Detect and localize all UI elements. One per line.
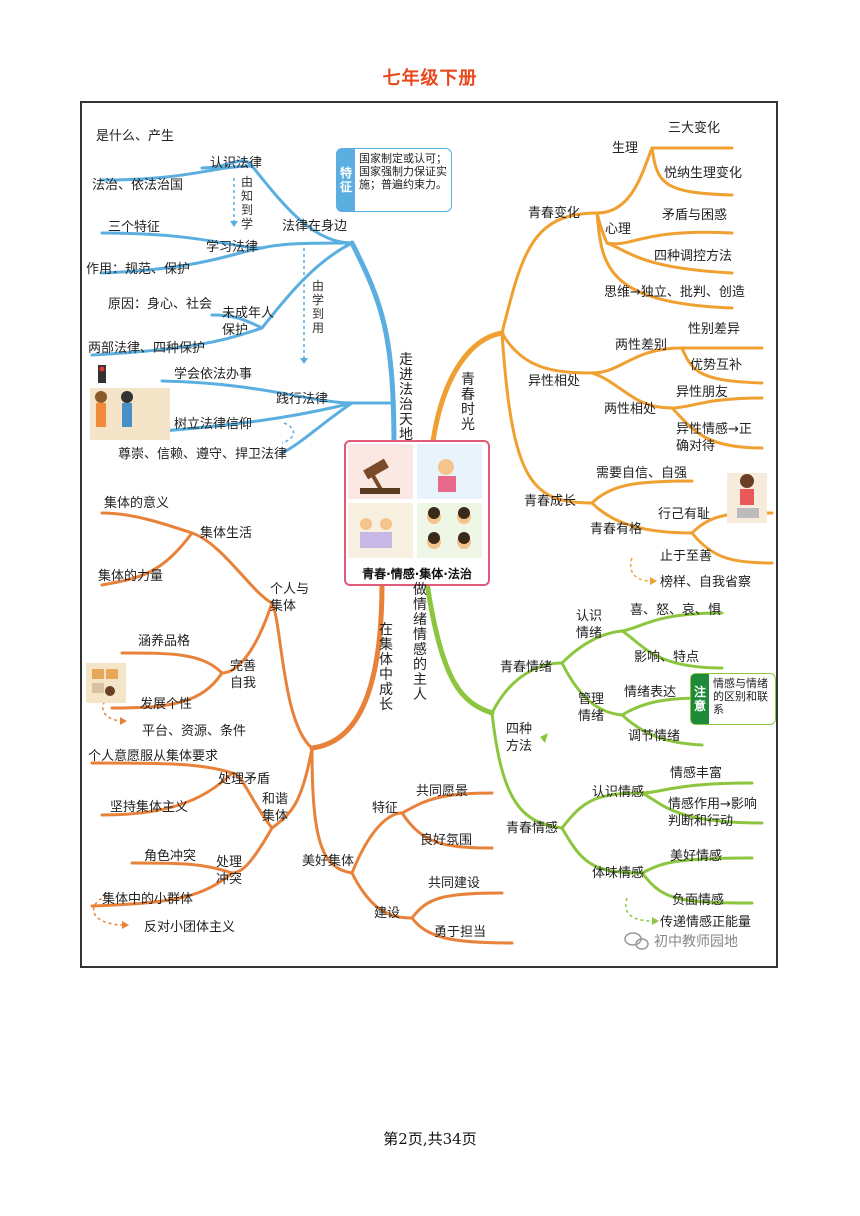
law-n1c1: 原因：身心、社会 [108, 297, 213, 312]
law-note-tag: 特征 [337, 149, 355, 211]
collective-n2: 和谐集体 [262, 792, 289, 824]
emotion-n2a2: 情感作用→影响判断和行动 [668, 797, 757, 829]
collective-n3a: 特征 [372, 801, 399, 816]
emotion-n1c: 四种方法 [506, 722, 533, 754]
collective-n3b1: 共同建设 [428, 876, 481, 891]
emotion-n2a1: 情感丰富 [670, 766, 723, 781]
collective-n2c: 反对小团体主义 [144, 920, 236, 935]
youth-n1a1: 三大变化 [668, 121, 721, 136]
shop-illustration [86, 663, 126, 703]
law-feature-note: 特征 国家制定或认可；国家强制力保证实施；普遍约束力。 [336, 148, 452, 212]
youth-n1: 青春变化 [528, 206, 581, 221]
youth-n1b2: 四种调控方法 [654, 249, 733, 264]
law-arrow1: 由知到学 [240, 175, 253, 231]
collective-trunk-label: 在集体中成长 [379, 622, 393, 713]
page-title: 七年级下册 [382, 68, 478, 89]
youth-n2: 异性相处 [528, 374, 581, 389]
collective-n2a1: 个人意愿服从集体要求 [88, 749, 219, 764]
youth-n1a: 生理 [612, 141, 639, 156]
collective-n1a: 集体生活 [200, 526, 253, 541]
emotion-attention-note: 注意 情感与情绪的区别和联系 [690, 673, 776, 725]
collective-n1c: 平台、资源、条件 [142, 724, 247, 739]
youth-n1b1: 矛盾与困惑 [662, 208, 728, 223]
emotion-n2b2: 负面情感 [672, 893, 725, 908]
youth-n2a: 两性差别 [615, 338, 668, 353]
collective-n3b2: 勇于担当 [434, 925, 487, 940]
youth-n3: 青春成长 [524, 494, 577, 509]
emotion-n1: 青春情绪 [500, 660, 553, 675]
collective-n3b: 建设 [374, 906, 401, 921]
youth-n1c: 思维→独立、批判、创造 [604, 285, 745, 300]
emotion-note-text: 情感与情绪的区别和联系 [713, 677, 768, 716]
law-n2c: 尊崇、信赖、遵守、捍卫法律 [118, 447, 288, 462]
youth-trunk-label: 青春时光 [461, 372, 475, 433]
collective-n3: 美好集体 [302, 854, 355, 869]
collective-n1b: 完善自我 [230, 659, 257, 691]
collective-n1b2: 发展个性 [140, 697, 193, 712]
youth-n3a: 需要自信、自强 [596, 466, 688, 481]
law-n1b2: 作用：规范、保护 [86, 262, 191, 277]
youth-n3b2: 止于至善 [660, 549, 713, 564]
law-n1b1: 三个特征 [108, 220, 161, 235]
emotion-n1b1: 情绪表达 [624, 685, 677, 700]
law-n1a1: 是什么、产生 [96, 129, 175, 144]
youth-n1b: 心理 [605, 222, 632, 237]
law-n2: 践行法律 [276, 392, 329, 407]
youth-n1a2: 悦纳生理变化 [664, 166, 743, 181]
emotion-n2b: 体味情感 [592, 866, 645, 881]
collective-n1b1: 涵养品格 [138, 634, 191, 649]
emotion-trunk-label: 做情绪情感的主人 [413, 582, 427, 703]
center-illustrations [348, 444, 482, 558]
law-note-text: 国家制定或认可；国家强制力保证实施；普遍约束力。 [359, 152, 447, 191]
collective-n1a1: 集体的意义 [104, 496, 170, 511]
youth-n3b1: 行己有耻 [658, 507, 711, 522]
law-n2b: 树立法律信仰 [174, 417, 253, 432]
center-panel: 青春·情感·集体·法治 [344, 440, 490, 586]
law-n2a: 学会依法办事 [174, 367, 253, 382]
law-n1c2: 两部法律、四种保护 [88, 341, 206, 356]
law-n1: 法律在身边 [282, 219, 348, 234]
law-n1c: 未成年人保护 [222, 306, 275, 338]
youth-n2b: 两性相处 [604, 402, 657, 417]
youth-n2a2: 优势互补 [690, 358, 743, 373]
youth-n2b1: 异性朋友 [676, 385, 729, 400]
emotion-n2b1: 美好情感 [670, 849, 723, 864]
emotion-note-tag: 注意 [691, 674, 709, 724]
emotion-n2c: 传递情感正能量 [660, 915, 752, 930]
mind-map-branches [86, 146, 774, 950]
student-illustration [90, 365, 170, 440]
emotion-n2a: 认识情感 [592, 785, 645, 800]
collective-n2b1: 角色冲突 [144, 849, 197, 864]
center-title: 青春·情感·集体·法治 [362, 567, 472, 581]
collective-n3a2: 良好氛围 [420, 833, 473, 848]
emotion-n2: 青春情感 [506, 821, 559, 836]
emotion-n1a2: 影响、特点 [634, 650, 700, 665]
emotion-n1a1: 喜、怒、哀、惧 [630, 603, 722, 618]
law-n1a2: 法治、依法治国 [92, 178, 184, 193]
collective-n1a2: 集体的力量 [98, 569, 164, 584]
collective-n2b: 处理冲突 [216, 855, 243, 887]
page-footer: 第2页,共34页 [383, 1130, 477, 1148]
emotion-n1b: 管理情绪 [578, 692, 605, 724]
youth-n3b: 青春有格 [590, 522, 643, 537]
collective-n3a1: 共同愿景 [416, 784, 469, 799]
collective-n2a: 处理矛盾 [218, 772, 271, 787]
collective-n1: 个人与集体 [270, 582, 310, 614]
youth-n3c: 榜样、自我省察 [660, 575, 752, 590]
youth-n2b2: 异性情感→正确对待 [676, 422, 752, 454]
collective-n2b2: 集体中的小群体 [102, 892, 194, 907]
collective-n2a2: 坚持集体主义 [110, 800, 189, 815]
law-arrow2: 由学到用 [311, 279, 324, 335]
law-n1b: 学习法律 [206, 240, 259, 255]
watermark: 初中教师园地 [654, 934, 738, 950]
law-trunk-label: 走进法治天地 [399, 352, 413, 443]
law-n1a: 认识法律 [210, 156, 263, 171]
wechat-icon [624, 932, 649, 950]
emotion-n1a: 认识情绪 [576, 609, 603, 641]
emotion-n1b2: 调节情绪 [628, 729, 681, 744]
youth-n2a1: 性别差异 [688, 322, 741, 337]
girl-illustration [727, 473, 767, 523]
mind-map: 青春·情感·集体·法治 走进法治天地 法律在身边 认识法律 是什么、产生 法治、… [80, 101, 778, 968]
